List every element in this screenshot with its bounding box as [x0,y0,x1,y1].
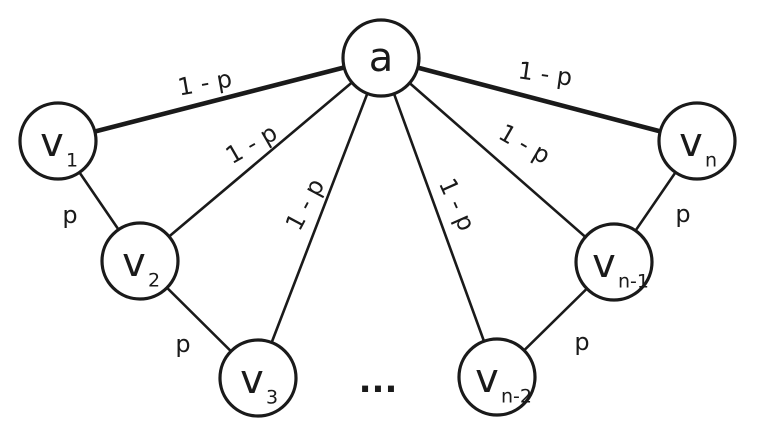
edge-a-v3 [256,56,383,380]
edge-label-v1-v2: p [62,201,77,229]
node-a: a [341,18,421,98]
node-circle-vn2 [457,337,537,417]
edge-a-v1 [55,55,384,144]
node-circle-a [341,18,421,98]
node-label-v3: v [240,357,264,403]
edge-label-v2-v3: p [175,330,190,358]
edge-label-a-v3: 1 - p [280,174,330,235]
edge-a-v2 [138,56,383,263]
node-circle-v3 [218,338,298,418]
edge-label-a-vn: 1 - p [516,56,574,91]
node-subscript-vn: n [705,150,717,172]
node-subscript-v3: 3 [266,387,278,409]
edge-label-a-vn2: 1 - p [433,174,481,235]
node-circle-v1 [18,101,98,181]
edge-label-vn1-vn: p [675,200,690,228]
node-label-vn2: v [475,356,499,402]
node-subscript-vn1: n-1 [618,271,649,293]
node-subscript-v2: 2 [148,270,160,292]
edge-label-a-vn1: 1 - p [494,118,555,169]
node-subscript-v1: 1 [66,150,78,172]
node-label-v2: v [122,240,146,286]
node-circle-vn1 [574,222,654,302]
node-label-vn1: v [592,241,616,287]
node-circle-vn [657,101,737,181]
ellipsis-label: ... [359,361,398,401]
node-subscript-vn2: n-2 [501,386,532,408]
node-label-v1: v [40,120,64,166]
edge-a-vn2 [379,56,499,379]
edge-a-vn [378,55,700,144]
edge-a-vn1 [379,56,616,264]
edges-layer [55,55,700,380]
node-label-a: a [369,35,394,81]
edge-label-a-v2: 1 - p [221,118,282,169]
edge-label-vn2-vn1: p [574,328,589,356]
node-label-vn: v [679,120,703,166]
node-circle-v2 [100,221,180,301]
